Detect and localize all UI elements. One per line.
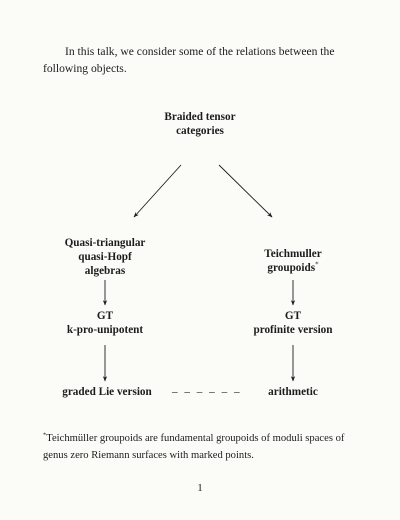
page-number: 1 (197, 482, 203, 494)
node-graded-lie-version: graded Lie version (45, 385, 169, 399)
arrow-braided-to-quasi (133, 164, 182, 218)
node-gt-k-pro-unipotent: GT k-pro-unipotent (40, 309, 170, 337)
node-line: Quasi-triangular (64, 237, 146, 249)
node-line: categories (176, 125, 224, 137)
node-line: quasi-Hopf (78, 251, 132, 263)
node-line: arithmetic (268, 386, 318, 398)
footnote-text: Teichmüller groupoids are fundamental gr… (43, 433, 345, 461)
node-quasi-hopf-algebras: Quasi-triangular quasi-Hopf algebras (40, 236, 170, 278)
node-line: graded Lie version (62, 386, 152, 398)
footnote: *Teichmüller groupoids are fundamental g… (43, 430, 363, 464)
node-braided-tensor-categories: Braided tensor categories (140, 110, 260, 138)
node-line: groupoids* (238, 261, 348, 275)
footnote-marker: * (43, 431, 47, 439)
node-line: algebras (84, 265, 126, 277)
node-line: Braided tensor (164, 111, 236, 123)
node-line: profinite version (253, 324, 333, 336)
node-text: groupoids (267, 262, 316, 274)
arrow-braided-to-teich (218, 164, 273, 218)
node-teichmuller-groupoids: Teichmuller groupoids* (238, 247, 348, 275)
node-gt-profinite-version: GT profinite version (238, 309, 348, 337)
footnote-marker: * (315, 260, 319, 269)
node-arithmetic: arithmetic (248, 385, 338, 399)
node-line: GT (284, 310, 302, 322)
node-line: Teichmuller (264, 248, 322, 260)
node-line: k-pro-unipotent (66, 324, 144, 336)
dashed-connector: – – – – – – (172, 386, 242, 398)
node-line: GT (96, 310, 114, 322)
intro-paragraph: In this talk, we consider some of the re… (43, 45, 335, 75)
